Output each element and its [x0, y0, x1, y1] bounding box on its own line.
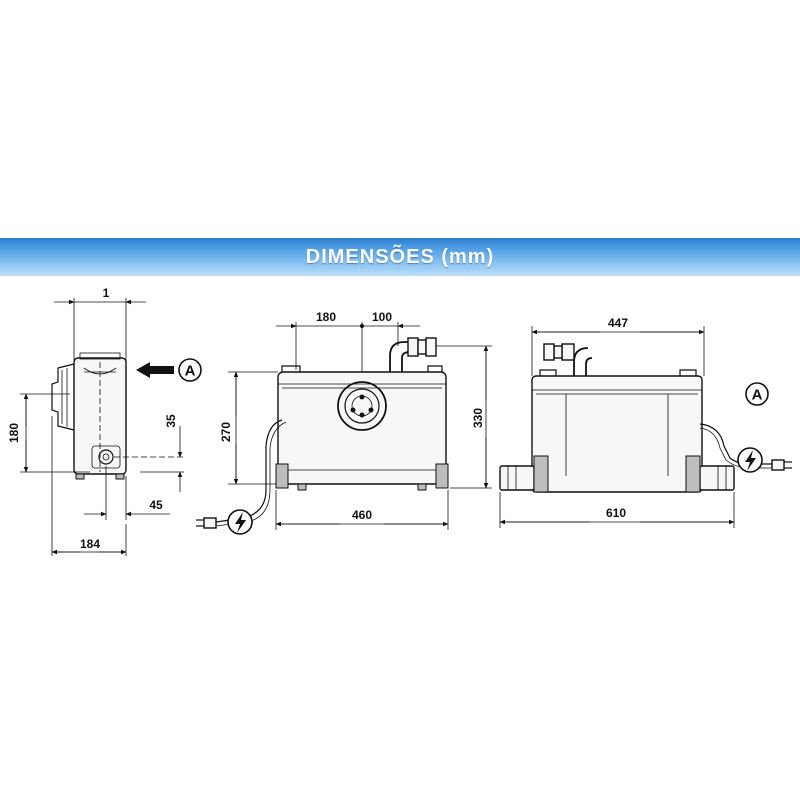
technical-drawing: 1 180 35 45: [0, 276, 800, 560]
dim-side-height: 180: [7, 423, 21, 443]
dim-side-top: 1: [103, 286, 110, 300]
side-view: 1 180 35 45: [7, 286, 202, 556]
lightning-icon: [737, 447, 763, 473]
dim-front-outlet-offset: 100: [372, 310, 392, 324]
side-outlet-icon: [98, 449, 114, 465]
rear-body: [531, 375, 703, 493]
dim-side-inlet-offset: 45: [149, 498, 163, 512]
dim-side-depth: 184: [80, 537, 100, 551]
dim-front-left-offset: 180: [316, 310, 336, 324]
electric-plug-icon: [196, 517, 217, 529]
side-callout-label: A: [185, 363, 196, 380]
rear-right-pipe: [699, 465, 735, 491]
dim-rear-total-width: 610: [606, 506, 626, 520]
dim-front-total-height: 330: [471, 408, 485, 428]
front-view: 180 100 270: [196, 310, 492, 535]
front-inspection-port: [337, 381, 387, 431]
dim-rear-top-width: 447: [608, 316, 628, 330]
callout-circle-icon: [745, 382, 769, 406]
rear-left-pipe: [499, 465, 535, 491]
electric-plug-icon: [771, 459, 792, 471]
dim-front-width: 460: [352, 508, 372, 522]
callout-circle-icon: [178, 358, 202, 382]
page-title: DIMENSÕES (mm): [305, 245, 495, 268]
rear-view: 447 610 A: [499, 316, 792, 528]
arrow-left-icon: [136, 362, 174, 378]
dim-front-height: 270: [219, 422, 233, 442]
rear-callout-label: A: [752, 387, 763, 404]
lightning-icon: [227, 509, 253, 535]
dim-side-inlet-height: 35: [164, 414, 178, 428]
side-lid: [79, 352, 121, 360]
title-banner: DIMENSÕES (mm): [0, 238, 800, 276]
